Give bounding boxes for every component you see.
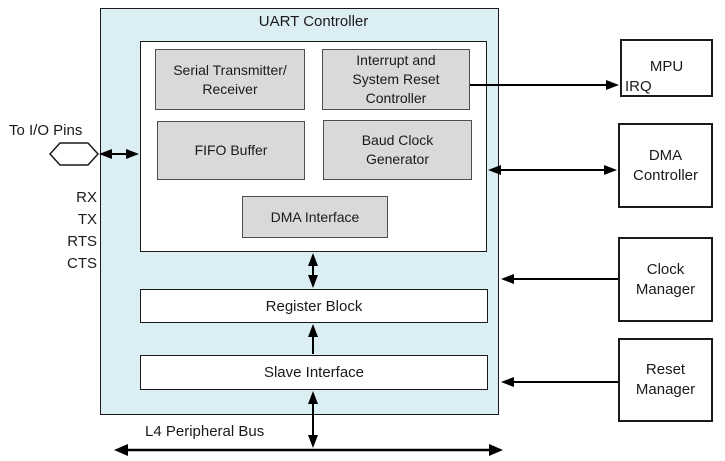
pin-cts: CTS — [67, 255, 97, 272]
io-pins-label: To I/O Pins — [9, 122, 83, 139]
uart-controller-title: UART Controller — [258, 13, 369, 30]
block-fifo-buffer: FIFO Buffer — [157, 121, 305, 180]
block-label-line: Slave Interface — [263, 364, 365, 381]
arrow-l4-peripheral-bus — [114, 444, 503, 456]
block-label-line: DMA Interface — [270, 208, 360, 225]
pin-rts: RTS — [67, 233, 97, 250]
l4-bus-label: L4 Peripheral Bus — [145, 423, 265, 440]
block-label-line: Manager — [635, 381, 696, 398]
irq-label: IRQ — [625, 78, 652, 95]
block-label-line: Controller — [365, 90, 427, 106]
block-dma-controller: DMA Controller — [618, 123, 713, 208]
block-label-line: Controller — [632, 166, 699, 184]
block-dma-interface: DMA Interface — [242, 196, 388, 238]
block-label-line: Serial Transmitter/ — [173, 61, 287, 78]
block-interrupt-system-reset-controller: Interrupt and System Reset Controller — [322, 49, 470, 110]
block-register-block: Register Block — [140, 289, 488, 323]
block-label-line: Register Block — [265, 297, 363, 315]
block-reset-manager: Reset Manager — [618, 338, 713, 422]
mpu-label: MPU — [649, 58, 684, 75]
block-serial-transmitter-receiver: Serial Transmitter/ Receiver — [155, 49, 305, 110]
block-label-line: Generator — [365, 151, 430, 167]
block-label-line: Reset — [645, 361, 686, 378]
block-label-line: FIFO Buffer — [194, 142, 268, 158]
block-label-line: Receiver — [202, 80, 258, 97]
arrow-dma-bidirectional — [488, 165, 617, 175]
block-mpu-irq: MPU IRQ — [620, 39, 713, 97]
arrow-reset-to-uart — [501, 377, 618, 387]
arrow-clock-to-uart — [501, 274, 618, 284]
pin-tx: TX — [77, 211, 97, 228]
block-label-line: Clock — [646, 260, 685, 278]
block-label-line: Baud Clock — [361, 132, 434, 148]
io-pin-connector-shape — [48, 142, 100, 166]
block-label-line: DMA — [648, 146, 683, 164]
block-label-line: Interrupt and — [356, 52, 436, 68]
block-label-line: System Reset — [352, 71, 440, 87]
block-baud-clock-generator: Baud Clock Generator — [323, 120, 472, 180]
block-label-line: Manager — [635, 280, 696, 298]
block-slave-interface: Slave Interface — [140, 355, 488, 390]
pin-list: RX TX RTS CTS — [38, 187, 97, 275]
block-clock-manager: Clock Manager — [618, 237, 713, 322]
pin-rx: RX — [76, 189, 97, 206]
